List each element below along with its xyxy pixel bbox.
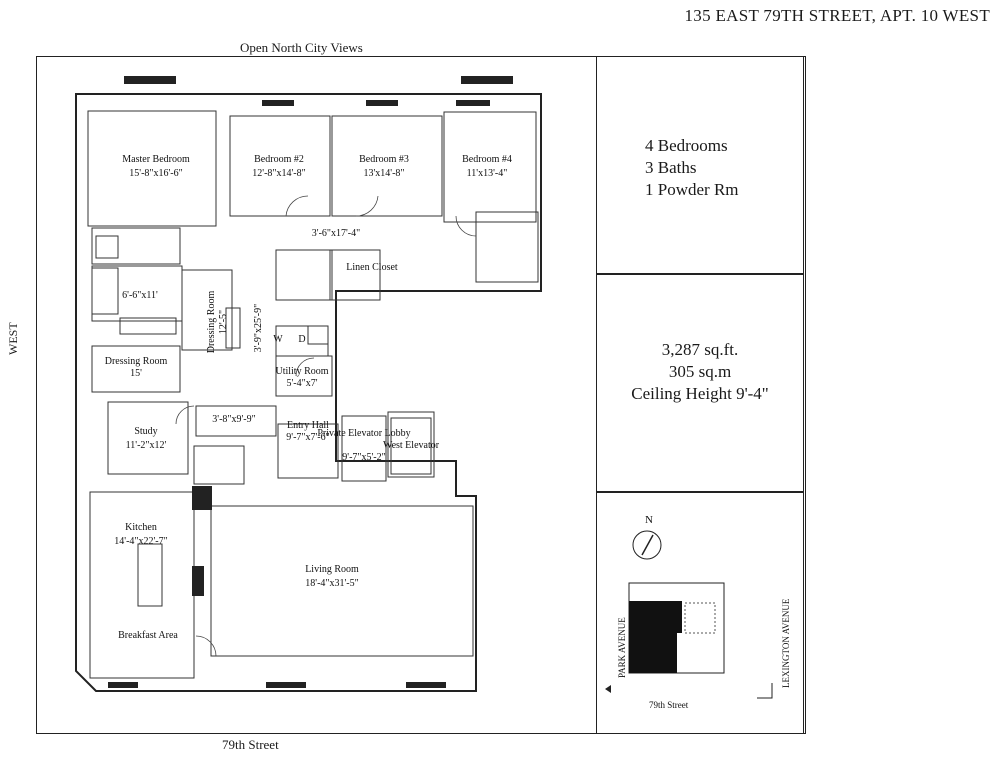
room-size: 9'-7"x5'-2" — [342, 452, 385, 463]
door-swings — [175, 195, 477, 657]
area-summary-panel: 3,287 sq.ft. 305 sq.m Ceiling Height 9'-… — [596, 274, 804, 492]
location-map: N PARK AVENUE LEXINGTON AVENUE 79th Stre… — [605, 514, 791, 710]
room-size: 15' — [130, 368, 142, 379]
room-labels: Master Bedroom 15'-8"x16'-6" Bedroom #2 … — [105, 154, 512, 641]
bedrooms-count: 4 Bedrooms — [645, 136, 728, 155]
powder-room-count: 1 Powder Rm — [645, 180, 739, 199]
area-sqm: 305 sq.m — [668, 362, 732, 381]
hall-size: 3'-8"x9'-9" — [212, 414, 255, 425]
room-size: 11'x13'-4" — [467, 168, 508, 179]
neighbor-footprint — [684, 602, 716, 634]
west-label: WEST — [6, 322, 20, 355]
room-size: 12'-5" — [218, 310, 229, 334]
building-footprint — [629, 601, 682, 673]
rooms-summary-panel: 4 Bedrooms 3 Baths 1 Powder Rm — [596, 56, 804, 274]
plan-frame — [36, 56, 806, 734]
compass-needle-icon — [641, 534, 654, 556]
room-name: Dressing Room — [105, 356, 168, 367]
room-name: Bedroom #4 — [462, 154, 512, 165]
room-name: Kitchen — [125, 522, 157, 533]
room-name: Breakfast Area — [118, 630, 178, 641]
washer-label: W — [273, 334, 283, 345]
room-size: 13'x14'-8" — [363, 168, 404, 179]
south-street-label: 79th Street — [222, 737, 279, 752]
compass-icon — [632, 530, 662, 560]
room-name: Utility Room — [275, 366, 328, 377]
park-avenue-label: PARK AVENUE — [617, 617, 627, 678]
room-size: 12'-8"x14'-8" — [252, 168, 305, 179]
room-name: Living Room — [305, 564, 359, 575]
listing-address: 135 EAST 79TH STREET, APT. 10 WEST — [684, 6, 990, 25]
room-name: Bedroom #3 — [359, 154, 409, 165]
north-views-label: Open North City Views — [240, 40, 363, 55]
floor-plan: Master Bedroom 15'-8"x16'-6" Bedroom #2 … — [75, 76, 542, 692]
room-size: 15'-8"x16'-6" — [129, 168, 182, 179]
corridor-size: 3'-9"x25'-9" — [253, 304, 264, 352]
area-sqft: 3,287 sq.ft. — [661, 340, 739, 359]
exterior-walls — [75, 93, 542, 692]
location-map-panel: N PARK AVENUE LEXINGTON AVENUE 79th Stre… — [596, 492, 804, 734]
lexington-avenue-label: LEXINGTON AVENUE — [781, 598, 791, 688]
bath-size: 6'-6"x11' — [122, 290, 158, 301]
interior-walls — [87, 110, 539, 679]
room-size: 14'-4"x22'-7" — [114, 536, 167, 547]
seventy-ninth-street-label: 79th Street — [649, 700, 689, 710]
ceiling-height: Ceiling Height 9'-4" — [631, 384, 769, 403]
room-name: Linen Closet — [346, 262, 398, 273]
baths-count: 3 Baths — [645, 158, 697, 177]
room-name: Bedroom #2 — [254, 154, 304, 165]
dryer-label: D — [298, 334, 305, 345]
room-name: Dressing Room — [206, 291, 217, 354]
window-marks — [108, 76, 513, 688]
room-size: 9'-7"x7'-6" — [286, 432, 329, 443]
room-name: Private Elevator Lobby — [317, 428, 410, 439]
room-name: Entry Hall — [287, 420, 329, 431]
room-name: West Elevator — [383, 440, 440, 451]
room-name: Study — [134, 426, 157, 437]
street-corner-marker — [757, 683, 773, 699]
arrow-left-icon — [605, 685, 611, 693]
room-size: 11'-2"x12' — [126, 440, 167, 451]
room-size: 18'-4"x31'-5" — [305, 578, 358, 589]
room-size: 5'-4"x7' — [286, 378, 317, 389]
north-label: N — [645, 514, 653, 526]
hall-size: 3'-6"x17'-4" — [312, 228, 360, 239]
room-name: Master Bedroom — [122, 154, 190, 165]
